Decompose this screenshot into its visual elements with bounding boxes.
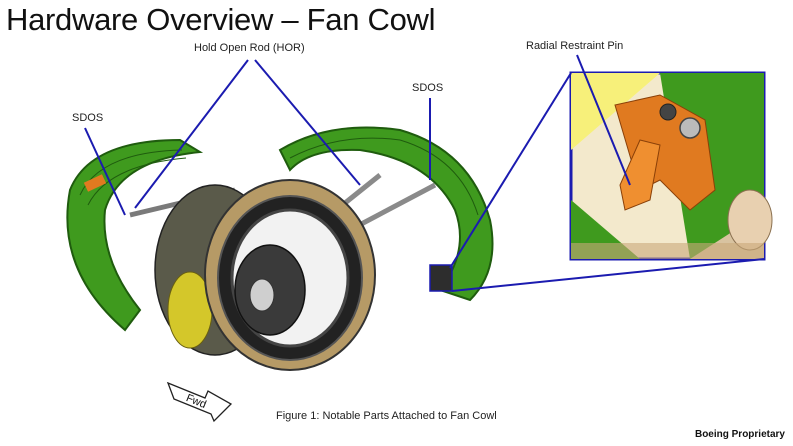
radial-pin-callout: Radial Restraint Pin (526, 40, 624, 52)
sdos-right-callout: SDOS (412, 82, 444, 94)
sdos-left-callout: SDOS (72, 112, 104, 124)
engine-core (154, 179, 376, 371)
callout-lines (84, 54, 765, 292)
left-cowl-door (66, 138, 204, 332)
fwd-arrow: Fwd (166, 381, 233, 423)
hor-callout: Hold Open Rod (HOR) (194, 42, 305, 54)
detail-inset (569, 71, 773, 261)
footer-proprietary: Boeing Proprietary (694, 429, 785, 440)
figure-caption: Figure 1: Notable Parts Attached to Fan … (276, 410, 497, 422)
slide-title: Hardware Overview – Fan Cowl (6, 2, 436, 37)
right-cowl-door (278, 126, 494, 302)
